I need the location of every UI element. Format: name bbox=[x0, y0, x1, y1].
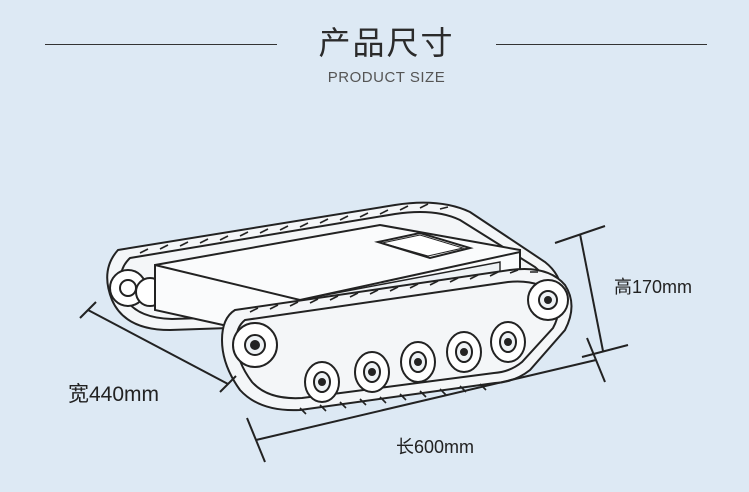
height-label: 高170mm bbox=[614, 277, 693, 297]
page-subtitle: PRODUCT SIZE bbox=[327, 69, 446, 86]
road-wheel-3 bbox=[400, 341, 436, 383]
header-rule-right bbox=[496, 44, 707, 45]
length-label: 长600mm bbox=[396, 437, 475, 457]
page-title: 产品尺寸 bbox=[318, 24, 455, 62]
length-dimension-line bbox=[246, 337, 606, 463]
road-wheels bbox=[304, 321, 526, 403]
width-label: 宽440mm bbox=[68, 383, 160, 406]
header-rule-left bbox=[45, 44, 277, 45]
road-wheel-2 bbox=[354, 351, 390, 393]
road-wheel-4 bbox=[446, 331, 482, 373]
road-wheel-5 bbox=[490, 321, 526, 363]
dimension-lines bbox=[79, 225, 629, 463]
height-dimension-line bbox=[554, 225, 629, 358]
road-wheel-1 bbox=[304, 361, 340, 403]
section-header: 产品尺寸 PRODUCT SIZE bbox=[0, 0, 749, 100]
width-dimension-line bbox=[79, 301, 237, 393]
